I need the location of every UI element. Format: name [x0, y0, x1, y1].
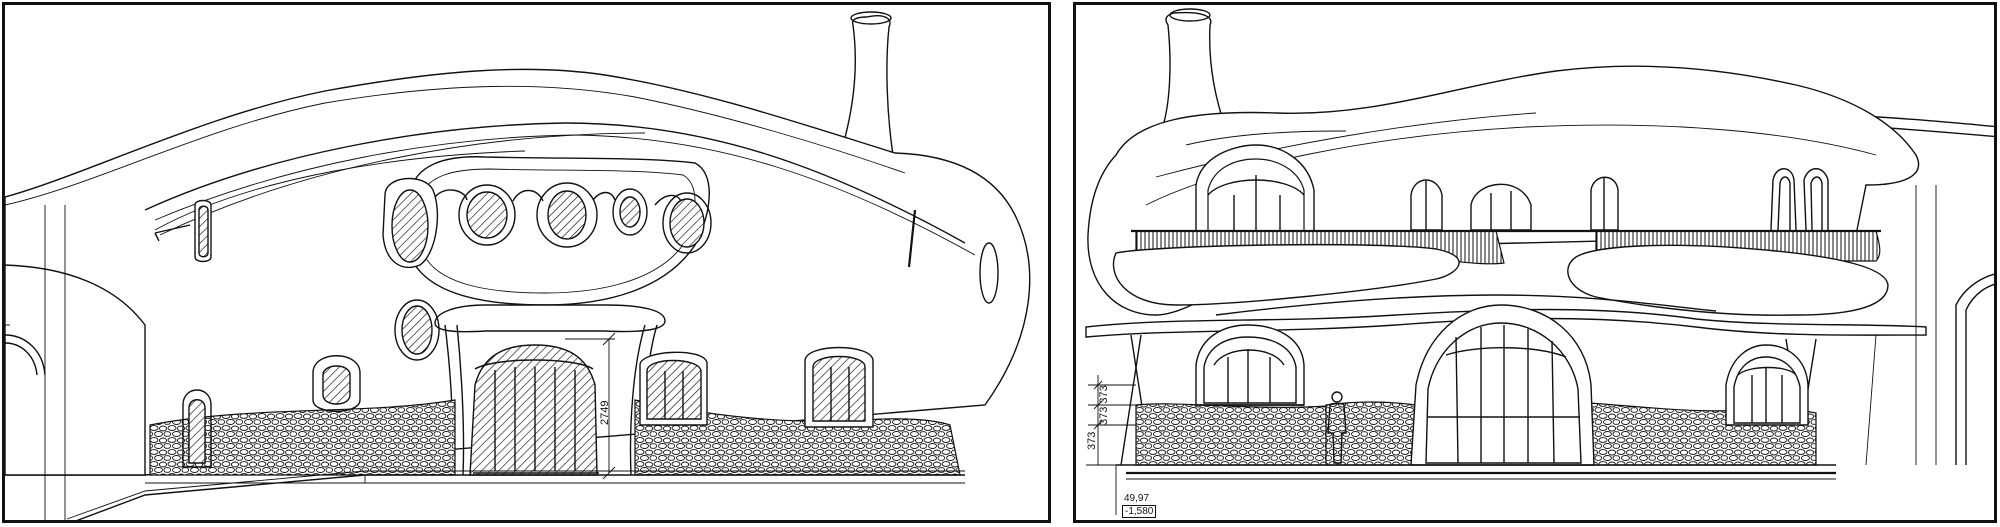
floor-slab-right — [1567, 244, 1889, 316]
level-marker: -1,580 — [1122, 505, 1157, 518]
upper-windows — [1195, 144, 1829, 236]
left-wing — [5, 264, 146, 476]
floor-slab-left — [1112, 243, 1460, 306]
dimension-label-lower: 373 373 — [1098, 385, 1110, 425]
main-arch-door — [1410, 304, 1595, 466]
level-value: 49,97 — [1124, 493, 1150, 504]
ground-windows — [1195, 304, 1809, 466]
stone-plinth-mid — [1325, 401, 1417, 466]
left-elevation-drawing: 2749 — [5, 11, 1031, 520]
right-elevation-sheet: 373 373 373 49,97 -1,580 — [1073, 2, 1997, 523]
human-figure — [1327, 391, 1347, 464]
side-windows — [182, 199, 440, 468]
right-elevation-drawing: 373 373 373 — [1085, 8, 1994, 515]
ground-windows — [639, 346, 874, 428]
chimney — [1161, 11, 1227, 130]
dimension-label-left: 2749 — [599, 401, 611, 425]
entrance-door — [469, 344, 598, 476]
chimney — [842, 15, 894, 156]
left-elevation-sheet: 2749 — [2, 2, 1051, 523]
dimension-label-upper: 373 — [1086, 432, 1098, 450]
upper-oval-windows — [382, 177, 712, 269]
entrance-canopy — [434, 304, 666, 333]
